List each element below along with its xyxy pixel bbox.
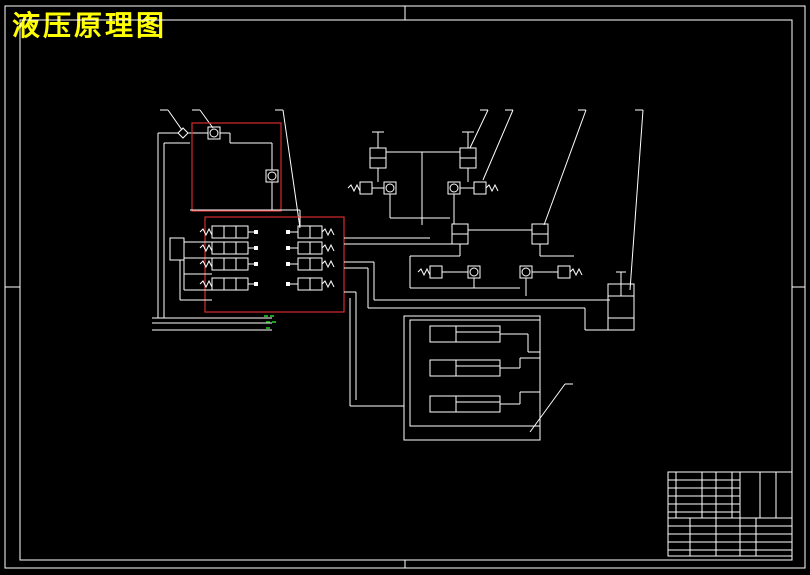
left-valve-bank [179,225,335,301]
right-cylinder [607,271,635,331]
manifold-block [169,237,185,261]
drawing-title: 液压原理图 [12,9,168,42]
bottom-cylinder-group [403,315,541,441]
upper-circuit [347,131,499,225]
leader-lines [160,109,644,433]
supply-lines [152,209,301,331]
pump-group [157,126,279,318]
middle-circuit [409,223,583,296]
pump-highlight-box [191,122,282,212]
connection-markers [264,315,276,329]
valve-output-lines [344,237,610,407]
drawing-frame [4,5,806,569]
title-block [667,471,793,557]
